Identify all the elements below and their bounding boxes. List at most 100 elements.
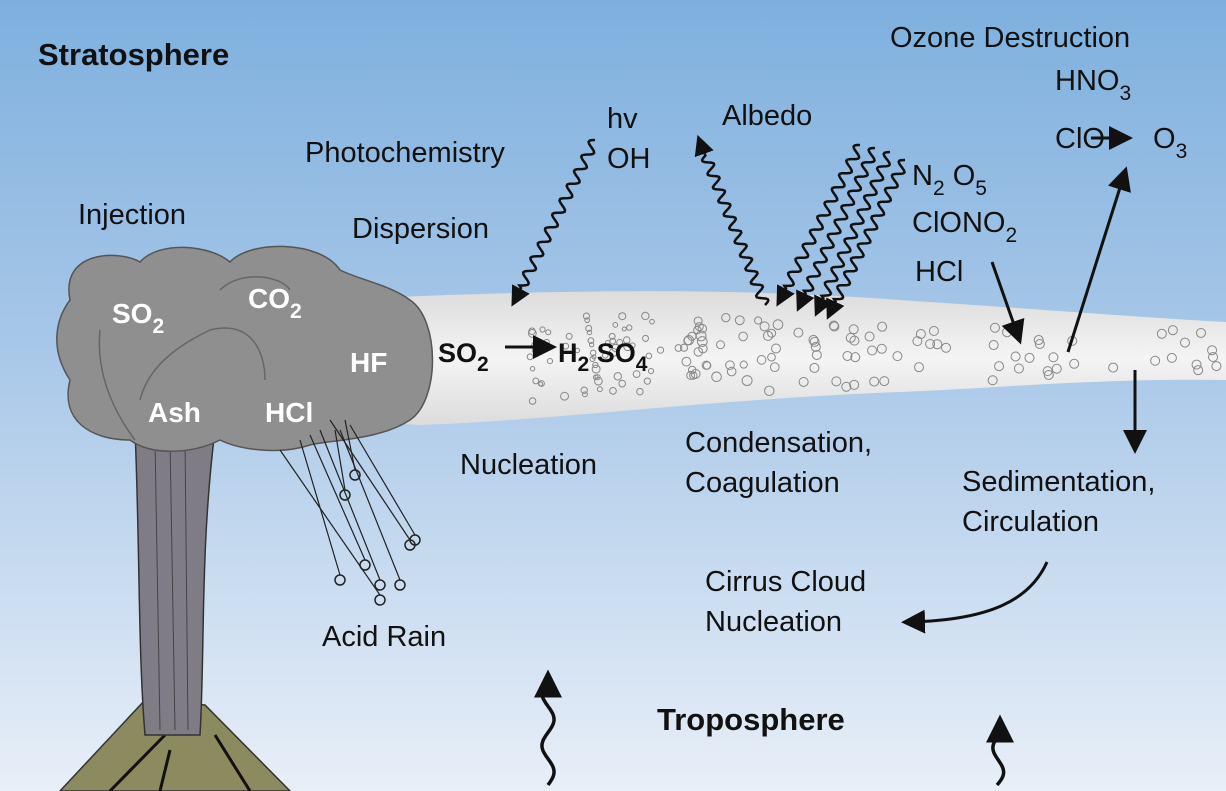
aerosol-particle [582, 312, 591, 320]
aerosol-particle [585, 324, 593, 332]
aerosol-particle [798, 376, 809, 387]
stratosphere-title: Stratosphere [38, 37, 229, 72]
aerosol-particle [574, 347, 581, 354]
aerosol-particle [842, 350, 853, 361]
aerosol-particle [545, 329, 552, 336]
aerosol-particle [734, 315, 745, 326]
aerosol-particle [987, 375, 998, 386]
aerosol-particle [584, 317, 591, 324]
aerosol-particle [864, 331, 875, 342]
aerosol-particle [1010, 351, 1021, 362]
clo-label: ClO [1055, 123, 1105, 155]
ozone-destruction-label: Ozone Destruction [890, 22, 1130, 54]
aerosol-particle [809, 362, 820, 373]
aerosol-particle [594, 374, 601, 381]
aerosol-particle [591, 354, 597, 360]
aerosol-particle [850, 352, 861, 363]
wavy-arrow-icon [511, 138, 596, 307]
aerosol-particle [641, 311, 650, 321]
aerosol-particle [764, 385, 775, 397]
oh-label: OH [607, 143, 651, 175]
aerosol-particle [721, 313, 731, 323]
aerosol-particle [994, 361, 1005, 372]
aerosol-particle [711, 371, 722, 383]
aerosol-particle [1208, 352, 1219, 363]
aerosol-particle [562, 342, 570, 350]
wavy-arrow-icon [694, 134, 770, 306]
aerosol-particle [611, 343, 620, 353]
aerosol-particle [612, 322, 619, 328]
aerosol-particle [586, 329, 593, 336]
aerosol-particle [1207, 345, 1218, 356]
aerosol-particle [609, 387, 617, 395]
aerosol-particle [849, 379, 860, 390]
aerosol-particle [867, 345, 878, 356]
wavy-arrow-icon [814, 150, 892, 317]
aerosol-particle [601, 352, 609, 359]
coagulation-label: Coagulation [685, 467, 840, 499]
aerosol-particle [613, 372, 623, 381]
aerosol-particle [772, 319, 784, 330]
aerosol-particle [829, 321, 840, 332]
aerosol-particle [674, 344, 683, 352]
aerosol-particle [1156, 328, 1167, 339]
acid-drop [409, 534, 421, 546]
aerosol-particle [580, 386, 588, 394]
aerosol-particle [686, 370, 696, 380]
aerosol-particle [989, 322, 1000, 333]
sedimentation-label: Sedimentation, [962, 466, 1155, 498]
aerosol-particle [565, 332, 573, 340]
aerosol-particle [529, 366, 536, 372]
cloud-so2-label: SO2 [112, 298, 164, 338]
aerosol-particle [845, 332, 856, 343]
aerosol-particle [560, 391, 569, 401]
aerosol-particle [808, 334, 819, 345]
aerosol-particle [915, 329, 926, 340]
nucleation-label: Nucleation [460, 449, 597, 481]
acid-rain-drops [279, 419, 421, 606]
aerosol-particle [697, 324, 708, 334]
aerosol-particle [528, 397, 537, 405]
aerosol-particle [1195, 327, 1206, 338]
aerosol-particle [608, 332, 616, 340]
acid-drop [374, 594, 386, 606]
aerosol-particle [841, 381, 852, 392]
ozone-arrow-icon [1066, 166, 1131, 353]
wavy-arrow-icon [534, 669, 562, 786]
albedo-label: Albedo [722, 100, 812, 132]
aerosol-particle [632, 370, 641, 378]
h2so4-product: H2 SO4 [558, 338, 648, 376]
aerosol-particle [698, 343, 708, 354]
volcano-cracks [108, 733, 252, 791]
aerosol-particle [767, 352, 776, 362]
aerosol-particle [1051, 363, 1062, 374]
aerosol-particle [592, 361, 599, 369]
aerosol-particle [1179, 337, 1190, 348]
cirrus-arrow-icon [901, 561, 1049, 634]
acid-drop [339, 489, 351, 501]
aerosol-particle [645, 352, 653, 360]
aerosol-particle [1042, 366, 1053, 377]
aerosol-particle [626, 324, 633, 331]
aerosol-particle [771, 343, 781, 354]
aerosol-particle [932, 339, 943, 350]
aerosol-particle [588, 342, 595, 348]
aerosol-particle [879, 376, 890, 387]
aerosol-particle [925, 338, 936, 349]
wavy-arrow-icon [986, 714, 1014, 787]
aerosol-particle [1108, 362, 1119, 373]
eruption-column [134, 429, 216, 736]
aerosol-particle [596, 386, 603, 393]
aerosol-particle [810, 341, 821, 352]
aerosol-particle [767, 328, 777, 338]
aerosol-particle [589, 349, 597, 357]
aerosol-particle [693, 325, 702, 335]
n2o5-label: N2 O5 [912, 160, 987, 200]
aerosol-particle [679, 343, 689, 352]
aerosol-particle [1013, 363, 1024, 374]
aerosol-particle [759, 321, 770, 332]
aerosol-particle [941, 342, 952, 353]
aerosol-particle [696, 336, 708, 347]
hcl-label: HCl [915, 256, 963, 288]
aerosol-particle [647, 367, 655, 375]
